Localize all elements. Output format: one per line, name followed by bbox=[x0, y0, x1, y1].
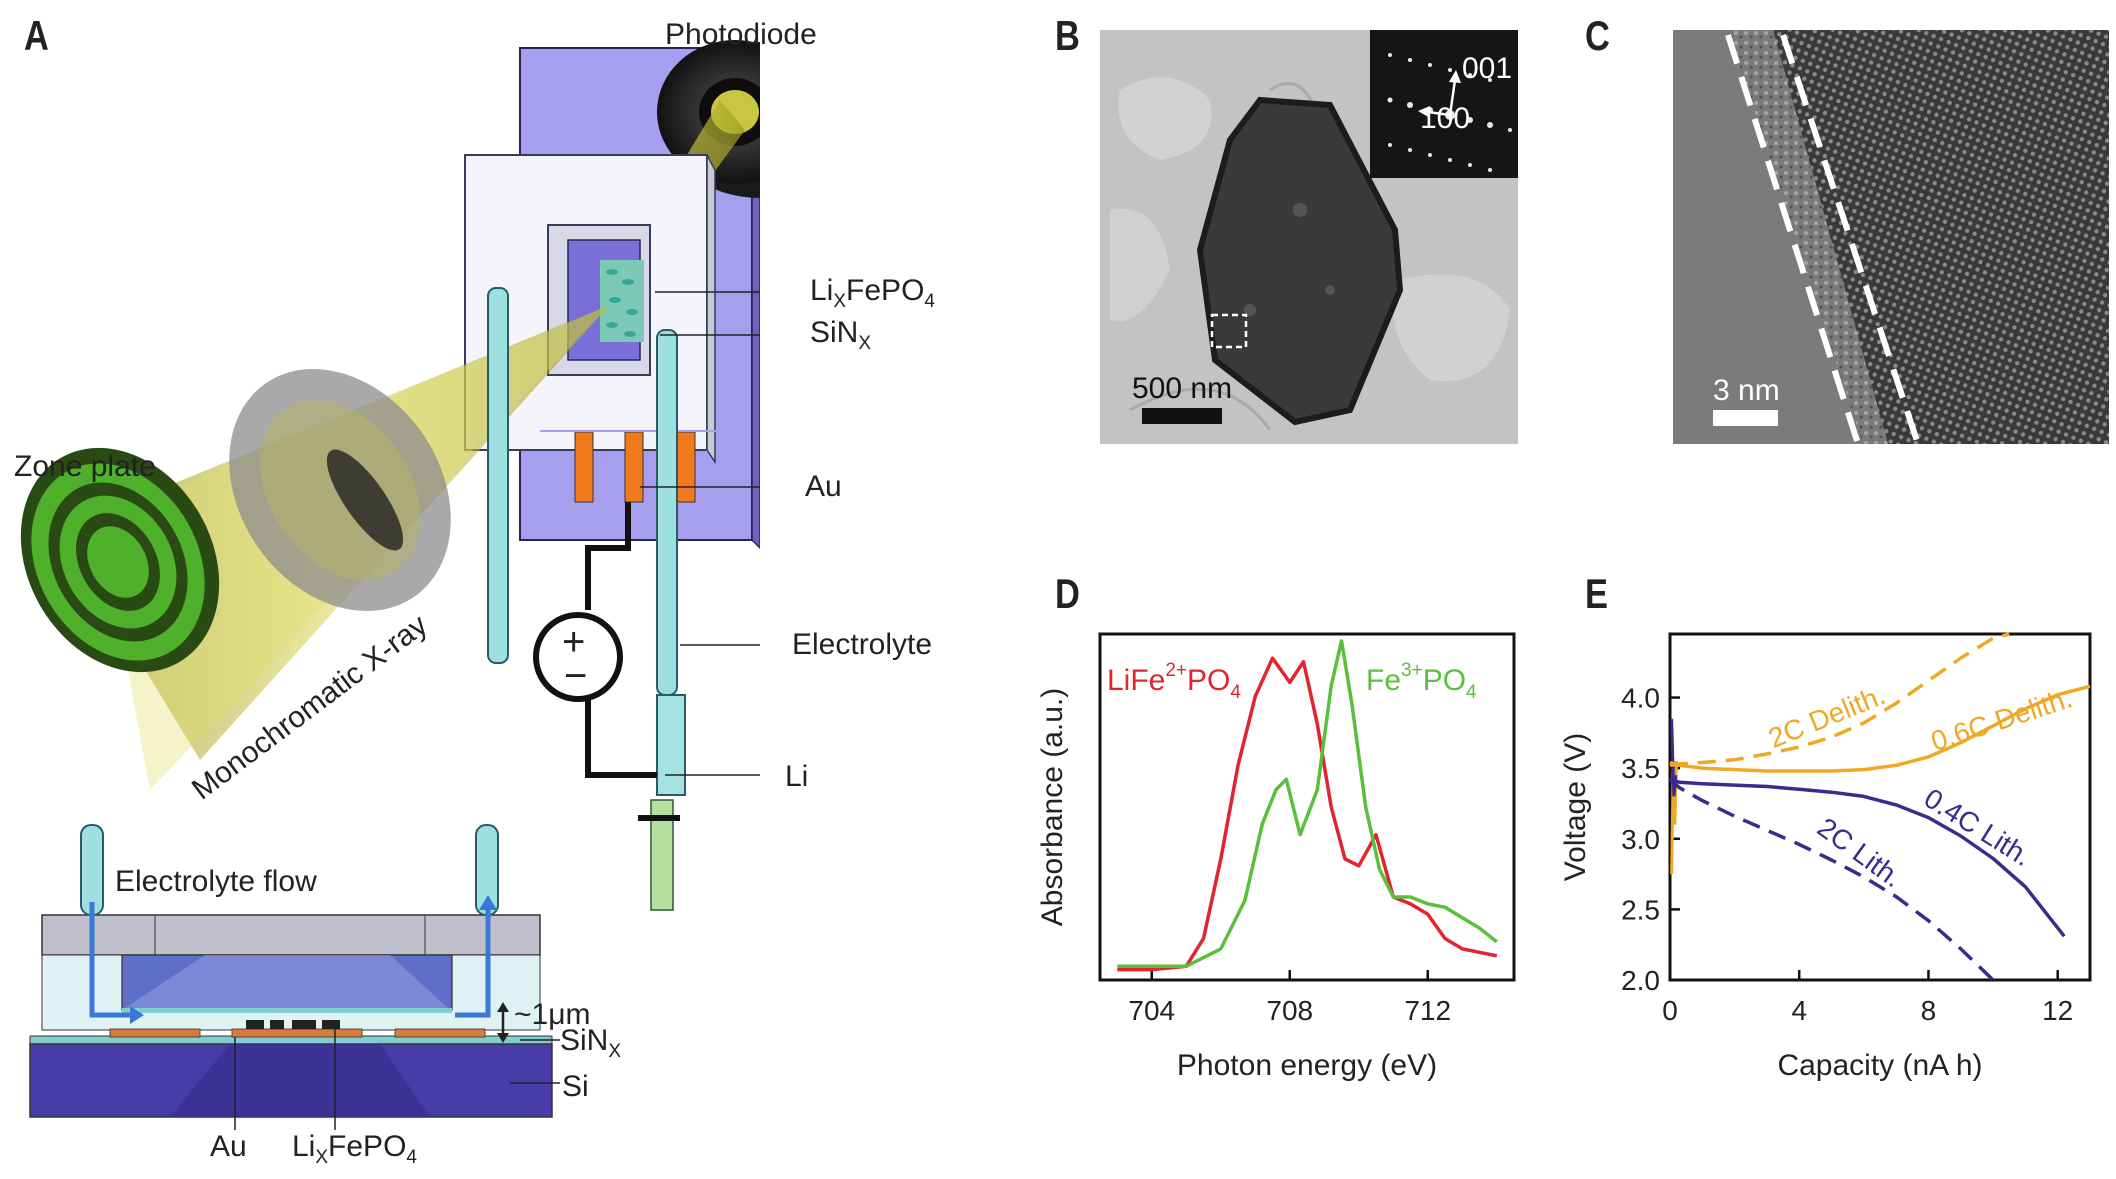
plot-frame-d bbox=[1098, 632, 1516, 982]
scale-label-b: 500 nm bbox=[1132, 372, 1232, 405]
lixfepo4-label: LiXFePO4 bbox=[810, 274, 935, 312]
circuit-wire bbox=[585, 502, 657, 778]
au-label: Au bbox=[805, 470, 842, 503]
legend-lifepo4: LiFe2+PO4 bbox=[1107, 660, 1241, 703]
tem-image-c: 3 nm bbox=[1673, 30, 2109, 444]
series-line-d-0 bbox=[1117, 656, 1498, 972]
x-axis-label-d: Photon energy (eV) bbox=[1177, 1049, 1437, 1082]
x-tick-label-e-1: 4 bbox=[1791, 995, 1807, 1026]
label-2c-lith: 2C Lith. bbox=[1812, 811, 1908, 893]
series-line-d-1 bbox=[1117, 639, 1498, 968]
y-tick-label-e-4: 4.0 bbox=[1621, 683, 1660, 714]
plus-sign: + bbox=[562, 620, 586, 664]
zone-plate bbox=[20, 447, 220, 673]
series-line-e-2 bbox=[1669, 777, 2066, 938]
photodiode-label: Photodiode bbox=[665, 18, 817, 51]
aperture-ring bbox=[229, 369, 451, 611]
region-box bbox=[1210, 313, 1248, 349]
scale-bar-b bbox=[1142, 408, 1222, 424]
panel-a-letter: A bbox=[24, 12, 49, 59]
x-tick-label-e-3: 12 bbox=[2042, 995, 2073, 1026]
panel-a-schematic bbox=[20, 40, 760, 1130]
x-tick-label-e-2: 8 bbox=[1921, 995, 1937, 1026]
series-line-e-3 bbox=[1668, 778, 1995, 982]
si-label: Si bbox=[562, 1070, 589, 1103]
y-axis-label-e: Voltage (V) bbox=[1559, 733, 1592, 881]
au-contacts bbox=[574, 431, 696, 503]
y-axis-label-d: Absorbance (a.u.) bbox=[1036, 688, 1069, 926]
particle bbox=[1200, 100, 1400, 422]
zone-plate-label: Zone plate bbox=[14, 450, 156, 483]
y-tick-label-e-2: 3.0 bbox=[1621, 824, 1660, 855]
x-tick-label-d-0: 704 bbox=[1128, 995, 1175, 1026]
diffraction-inset bbox=[1370, 30, 1518, 178]
minus-sign: − bbox=[564, 654, 588, 698]
plot-frame-e bbox=[1668, 632, 2092, 982]
x-axis-label-e: Capacity (nA h) bbox=[1777, 1049, 1982, 1082]
diffraction-label-100: 100 bbox=[1420, 102, 1470, 135]
label-2c-delith: 2C Delith. bbox=[1764, 679, 1890, 754]
diffraction-label-001: 001 bbox=[1462, 52, 1512, 85]
interface-dash-2 bbox=[1780, 34, 1921, 444]
tem-image-b: 001 100 500 nm bbox=[1100, 30, 1518, 444]
scale-bar-c bbox=[1713, 410, 1778, 426]
legend-fepo4: Fe3+PO4 bbox=[1366, 660, 1477, 703]
sinx-label: SiNX bbox=[810, 316, 872, 354]
electrolyte-tubes bbox=[487, 287, 678, 696]
gap-label: ~1μm bbox=[514, 998, 591, 1031]
x-tick-label-e-0: 0 bbox=[1662, 995, 1678, 1026]
series-line-e-0 bbox=[1669, 632, 2010, 768]
panel-e-letter: E bbox=[1585, 570, 1608, 617]
tem-b-graphic: 001 100 500 nm bbox=[1100, 30, 1518, 444]
y-tick-label-e-0: 2.0 bbox=[1621, 965, 1660, 996]
x-tick-label-d-2: 712 bbox=[1404, 995, 1451, 1026]
interface-dash-1 bbox=[1725, 34, 1861, 444]
panel-b-letter: B bbox=[1055, 12, 1080, 59]
series-line-e-1 bbox=[1669, 684, 2091, 773]
scale-label-c: 3 nm bbox=[1713, 374, 1780, 407]
electrolyte-flow-label: Electrolyte flow bbox=[115, 865, 317, 898]
cross-section bbox=[29, 824, 560, 1130]
electrolyte-label: Electrolyte bbox=[792, 628, 933, 661]
voltage-source bbox=[533, 612, 623, 702]
label-06c-delith: 0.6C Delith. bbox=[1927, 682, 2076, 757]
li-label: Li bbox=[785, 760, 809, 793]
y-tick-label-e-3: 3.5 bbox=[1621, 753, 1660, 784]
lixfepo4-bottom-label: LiXFePO4 bbox=[292, 1130, 417, 1168]
y-tick-label-e-1: 2.5 bbox=[1621, 894, 1660, 925]
sinx-bottom-label: SiNX bbox=[560, 1024, 622, 1062]
label-04c-lith: 0.4C Lith. bbox=[1919, 782, 2037, 872]
panel-d-letter: D bbox=[1055, 570, 1080, 617]
panel-c-letter: C bbox=[1585, 12, 1610, 59]
x-tick-label-d-1: 708 bbox=[1266, 995, 1313, 1026]
au-bottom-label: Au bbox=[210, 1130, 247, 1163]
tem-c-graphic: 3 nm bbox=[1673, 30, 2109, 444]
